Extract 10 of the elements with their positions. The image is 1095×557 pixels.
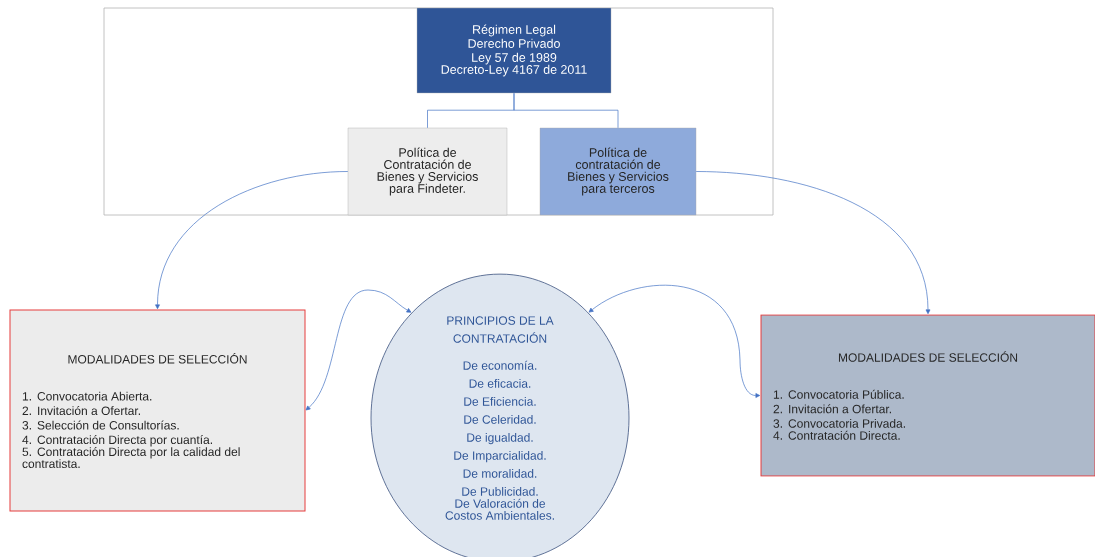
- list-box: MODALIDADES DE SELECCIÓN 1. Convocatoria Abierta. 2. Invitación a Ofertar. 3. Selección de Consultorías. 4. Contratación Directa por cuantía. 5. Contratación Directa por la calidad del contratista.: [9, 309, 306, 512]
- arrow: [588, 284, 761, 398]
- policy-box: Política de contratación de Bienes y Servicios para terceros: [539, 127, 697, 216]
- arrow: [155, 171, 349, 310]
- policy-box: Política de Contratación de Bienes y Servicios para Findeter.: [347, 127, 508, 216]
- list-box: MODALIDADES DE SELECCIÓN 1. Convocatoria Pública. 2. Invitación a Ofertar. 3. Convocatoria Privada. 4. Contratación Directa.: [760, 314, 1095, 477]
- arrow: [695, 171, 931, 315]
- heading-box: Régimen Legal Derecho Privado Ley 57 de 1989 Decreto-Ley 4167 de 2011: [416, 7, 612, 94]
- arrow: [305, 289, 412, 411]
- connector: [513, 92, 619, 129]
